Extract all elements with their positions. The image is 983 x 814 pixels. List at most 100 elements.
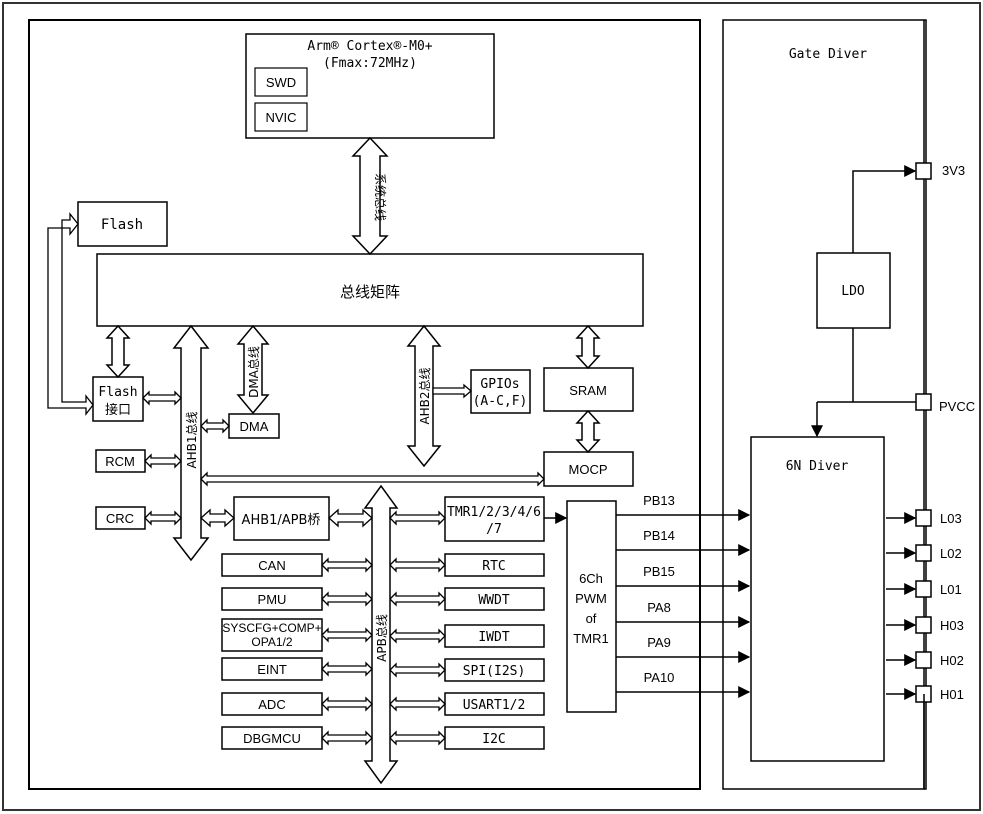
rcm-block: RCM (95, 449, 146, 473)
ahb1-bus-arrow (172, 324, 210, 562)
apb-right-peripheral: RTC (389, 553, 545, 577)
gate-driver-title: Gate Diver (789, 47, 867, 62)
cortex-core-block: Arm® Cortex®-M0+ (Fmax:72MHz) SWD NVIC (245, 33, 495, 139)
apb-right-arrow (389, 591, 446, 607)
apb-left-peripheral: PMU (221, 587, 373, 611)
svg-text:EINT: EINT (257, 662, 287, 677)
driver-output-pin: L02 (886, 544, 962, 562)
mcu-frame (28, 19, 701, 790)
driver-output-pin: H02 (886, 651, 964, 669)
svg-text:SPI(I2S): SPI(I2S) (463, 664, 526, 679)
apb-right-peripheral: WWDT (389, 587, 545, 611)
ahb-apb-bridge-block: AHB1/APB桥 (233, 496, 330, 541)
svg-text:/7: /7 (486, 522, 502, 537)
svg-text:IWDT: IWDT (478, 630, 509, 645)
bus-matrix-block: 总线矩阵 (96, 253, 644, 327)
apb-left-arrow (321, 627, 373, 643)
svg-text:GPIOs: GPIOs (480, 377, 519, 392)
svg-text:3V3: 3V3 (942, 163, 965, 178)
system-bus-arrow (351, 136, 389, 256)
apb-right-arrow (389, 628, 446, 644)
svg-text:接口: 接口 (105, 402, 131, 418)
svg-text:PVCC: PVCC (939, 399, 975, 414)
apb-tmr-arrow (389, 510, 446, 526)
driver-output-pin: L01 (886, 580, 962, 598)
apb-right-peripheral: IWDT (389, 624, 545, 648)
svg-text:H01: H01 (940, 687, 964, 702)
apb-left-peripheral: EINT (221, 657, 373, 681)
apb-left-peripheral: CAN (221, 553, 373, 577)
ahb1-dma-arrow (200, 418, 230, 434)
apb-right-arrow (389, 662, 446, 678)
tmr-block: TMR1/2/3/4/6 /7 (444, 496, 545, 542)
svg-text:PB14: PB14 (643, 528, 675, 543)
apb-right-arrow (389, 730, 446, 746)
bus-matrix-label: 总线矩阵 (340, 283, 400, 301)
apb-left-arrow (321, 730, 373, 746)
svg-text:H02: H02 (940, 653, 964, 668)
svg-text:SYSCFG+COMP+: SYSCFG+COMP+ (222, 621, 321, 635)
core-subtitle: (Fmax:72MHz) (323, 56, 417, 71)
ahb1-mocp-arrow (200, 471, 545, 487)
driver-output-pin: L03 (886, 509, 962, 527)
apb-bus-label: APB总线 (375, 614, 389, 662)
crc-block: CRC (95, 506, 146, 530)
svg-text:PMU: PMU (258, 592, 287, 607)
svg-text:H03: H03 (940, 618, 964, 633)
svg-text:ADC: ADC (258, 697, 285, 712)
svg-text:WWDT: WWDT (478, 593, 509, 608)
pwm-block: 6Ch PWM of TMR1 (566, 500, 617, 713)
svg-text:RTC: RTC (482, 559, 505, 574)
svg-text:(A-C,F): (A-C,F) (473, 394, 528, 409)
apb-bus-arrow (363, 484, 399, 785)
gpio-block: GPIOs (A-C,F) (470, 369, 531, 414)
svg-text:I2C: I2C (482, 732, 505, 747)
flash-interface-block: Flash 接口 (92, 376, 144, 422)
driver-output-pin: H03 (886, 616, 964, 634)
apb-right-peripheral: USART1/2 (389, 692, 545, 716)
apb-right-peripheral: I2C (389, 726, 545, 750)
svg-text:CAN: CAN (258, 558, 285, 573)
pin-pvcc: PVCC (915, 393, 975, 414)
svg-text:of: of (586, 611, 597, 626)
apb-left-arrow (321, 591, 373, 607)
flashif-ahb1-arrow (142, 390, 182, 406)
apb-right-peripheral: SPI(I2S) (389, 658, 545, 682)
bus-arrows (105, 136, 601, 785)
matrix-sram-arrow (575, 324, 601, 370)
6n-driver-block: 6N Diver (750, 436, 885, 762)
svg-text:Flash: Flash (98, 385, 137, 400)
ldo-block: LDO (816, 252, 891, 329)
crc-ahb1-arrow (144, 510, 182, 526)
svg-text:PB13: PB13 (643, 493, 675, 508)
svg-text:TMR1/2/3/4/6: TMR1/2/3/4/6 (447, 505, 541, 520)
system-bus-label: 系统总线 (373, 173, 387, 221)
dma-block: DMA (228, 413, 280, 439)
nvic-label: NVIC (265, 110, 296, 125)
svg-text:MOCP: MOCP (569, 462, 608, 477)
ahb2-bus-arrow (406, 324, 442, 468)
apb-right-arrow (389, 557, 446, 573)
svg-text:PB15: PB15 (643, 564, 675, 579)
connection-arrows (47, 212, 568, 528)
svg-text:LDO: LDO (841, 284, 865, 299)
svg-text:DMA: DMA (240, 419, 269, 434)
sram-block: SRAM (543, 367, 634, 412)
svg-text:6Ch: 6Ch (579, 571, 603, 586)
svg-text:PA8: PA8 (647, 600, 671, 615)
6n-driver-title: 6N Diver (786, 459, 849, 474)
svg-text:AHB1/APB桥: AHB1/APB桥 (242, 513, 321, 528)
svg-text:PA9: PA9 (647, 635, 671, 650)
mocp-block: MOCP (543, 451, 634, 487)
gpio-ahb2-arrow (432, 383, 472, 399)
apb-left-arrow (321, 557, 373, 573)
svg-text:TMR1: TMR1 (573, 631, 608, 646)
svg-text:RCM: RCM (105, 454, 135, 469)
pin-3v3: 3V3 (915, 162, 965, 180)
apb-left-peripheral: DBGMCU (221, 726, 373, 750)
svg-text:PWM: PWM (575, 591, 607, 606)
